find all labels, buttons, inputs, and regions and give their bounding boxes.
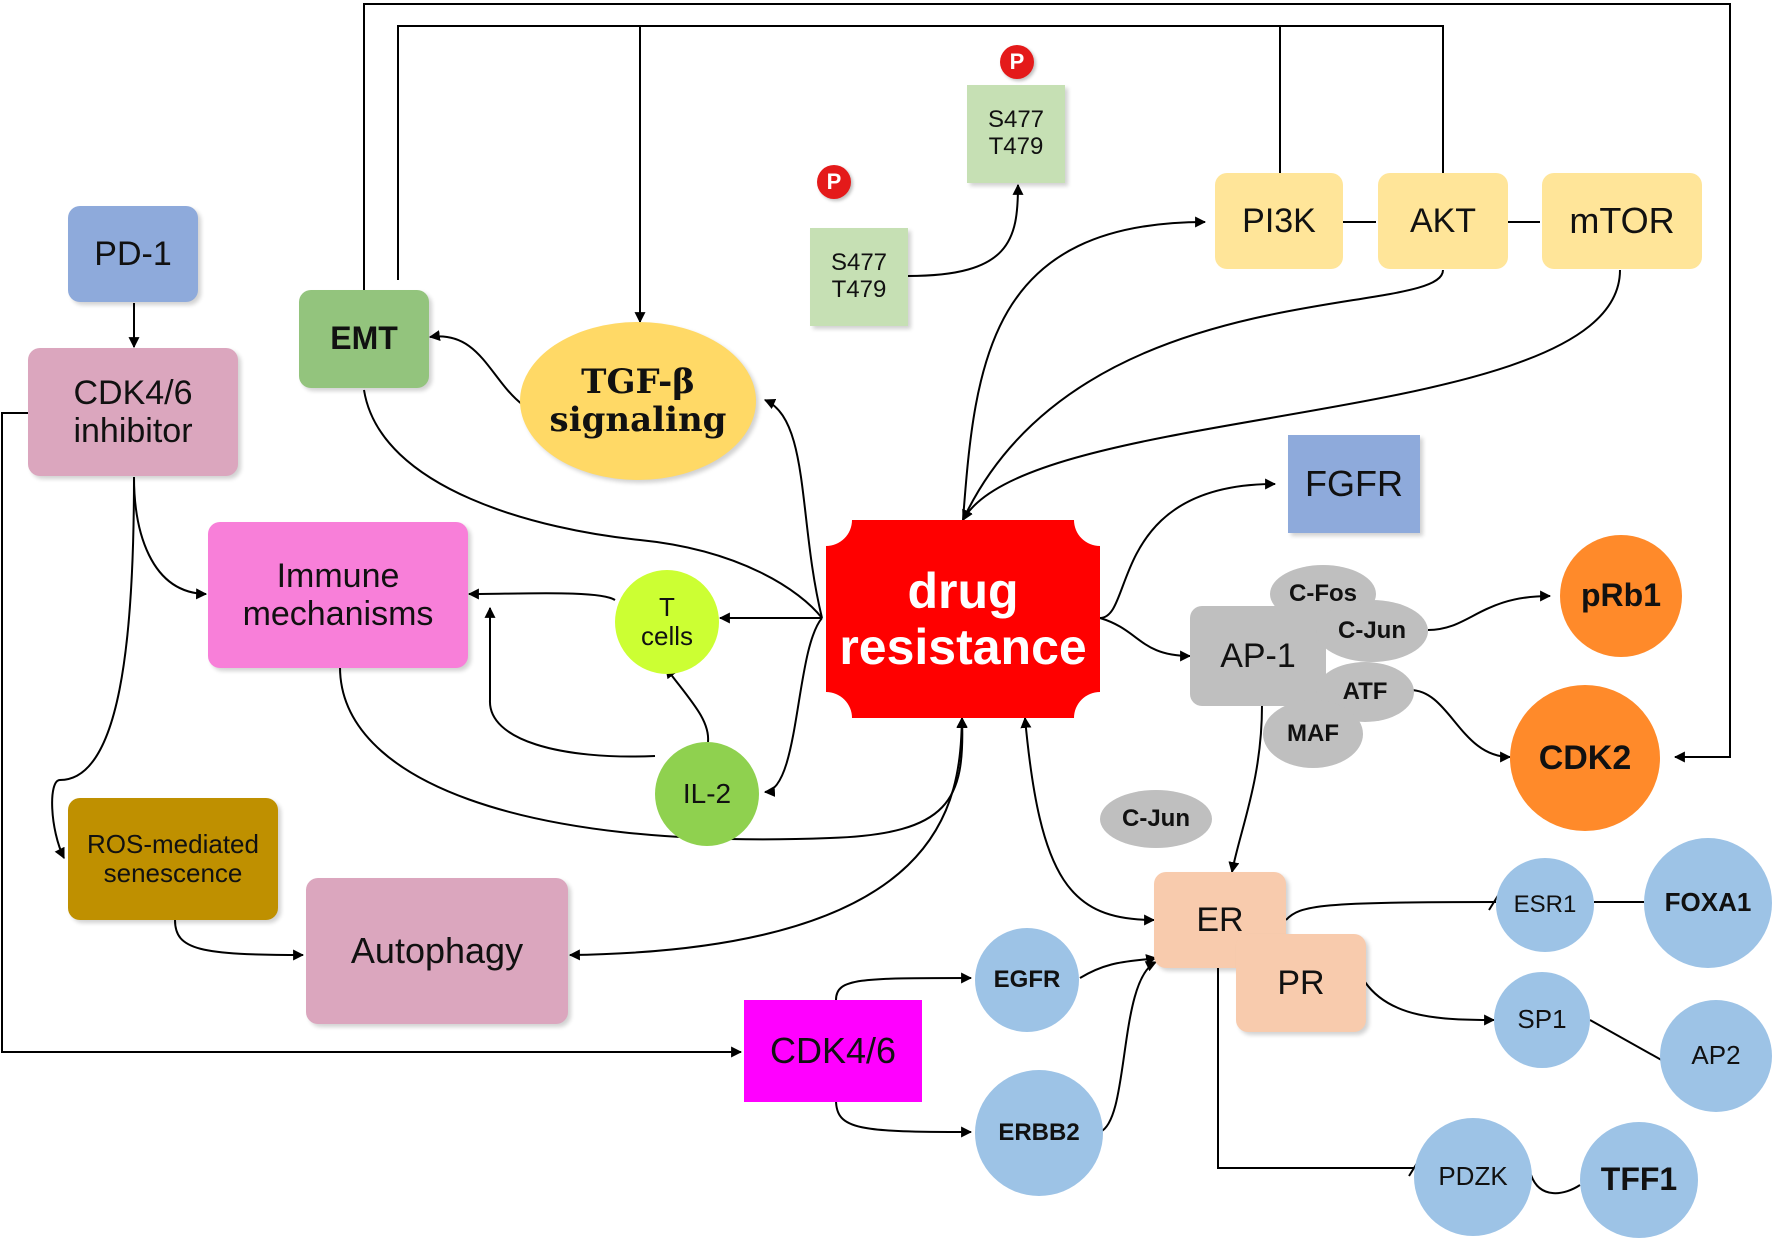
ap1-node: AP-1 [1190,606,1326,706]
arrow-drug-tgfb [763,399,823,619]
arrow-inhibitor-ros [51,476,135,859]
arrow-akt-drug [962,269,1444,521]
arrow-inhibitor-cdk46 [1,412,743,1058]
pi3k-node: PI3K [1215,173,1343,269]
erbb2-node: ERBB2 [975,1070,1103,1196]
link-pdzk-tff1 [1530,1174,1581,1195]
arrow-cdk46-egfr [835,972,973,1001]
arrow-drug-fgfr [1099,478,1277,619]
immune-mechanisms-node: Immune mechanisms [208,522,468,668]
pr-node: PR [1236,934,1366,1032]
mtor-node: mTOR [1542,173,1702,269]
prb1-node: pRb1 [1560,535,1682,657]
esr1-node: ESR1 [1496,858,1594,952]
sp1-node: SP1 [1494,972,1590,1068]
link-er-esr1 [1285,901,1497,921]
pd1-node: PD-1 [68,206,198,302]
arrow-atf-cdk2 [1409,689,1512,763]
arrow-drug-er [1020,716,1156,926]
arrow-drug-autophagy [568,716,968,961]
arrow-ap1-er [1228,704,1263,874]
arrow-mtor-drug [962,269,1621,521]
cdk46-node: CDK4/6 [744,1000,922,1102]
foxa1-node: FOXA1 [1644,838,1772,968]
emt-node: EMT [299,290,429,388]
arrow-egfr-er [1079,954,1158,979]
c-jun-node-lower: C-Jun [1100,790,1212,848]
arrow-emt-drug [363,389,823,619]
drug-resistance-shape [826,520,1100,718]
c-jun-node-ap1: C-Jun [1316,600,1428,662]
arrow-inhibitor-immune [133,476,208,600]
link-sp1-ap2 [1589,1019,1666,1063]
akt-node: AKT [1378,173,1508,269]
cdk46-inhibitor-node: CDK4/6 inhibitor [28,348,238,476]
phospho-site-box-lower: S477 T479 [810,228,908,326]
arrow-il2-tcells [665,667,710,743]
egfr-node: EGFR [975,928,1079,1032]
autophagy-node: Autophagy [306,878,568,1024]
tgfb-node: TGF-β signaling [520,322,756,480]
arrow-tgfb-emt [428,330,524,406]
phospho-site-box-upper: S477 T479 [967,85,1065,183]
maf-node: MAF [1263,700,1363,768]
fgfr-node: FGFR [1288,435,1420,533]
arrow-tcells-immune [467,588,616,601]
arrow-drug-il2 [763,617,823,797]
arrow-s477a-s477b [907,183,1024,277]
phospho-badge-upper: P [1000,45,1034,79]
phospho-badge-lower: P [817,165,851,199]
arrow-cjun-prb1 [1427,590,1552,631]
tff1-node: TFF1 [1580,1122,1698,1238]
cdk2-node: CDK2 [1510,685,1660,831]
arrow-erbb2-er [1099,961,1157,1133]
drug-resistance-node: drug resistance [839,563,1087,675]
arrow-drug-pi3k [962,216,1207,521]
arrow-pr-sp1 [1364,981,1496,1026]
link-er-pdzk [1217,968,1414,1169]
frame-emt-cdk2 [363,3,1731,763]
ap2-node: AP2 [1660,1000,1772,1112]
pdzk-node: PDZK [1414,1118,1532,1236]
ros-senescence-node: ROS-mediated senescence [68,798,278,920]
frame-tgfb-akt [397,25,1444,280]
il2-node: IL-2 [655,742,759,846]
arrow-drug-ap1 [1099,617,1192,662]
arrow-ros-autophagy [174,919,305,961]
t-cells-node: T cells [615,570,719,674]
arrow-cdk46-erbb2 [835,1099,973,1138]
